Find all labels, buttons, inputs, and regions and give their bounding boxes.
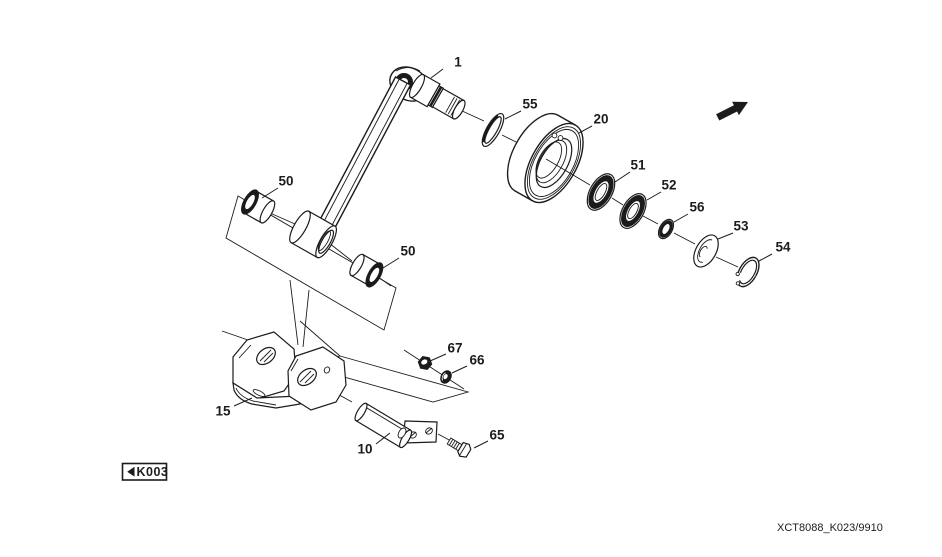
arm-pin — [408, 73, 466, 120]
callout-leader-55 — [504, 110, 522, 120]
callout-number-54: 54 — [775, 240, 791, 255]
o-ring-55 — [481, 112, 505, 148]
callout-number-15: 15 — [215, 404, 231, 419]
reference-lines — [221, 109, 739, 442]
figure-ref-label: K003 — [137, 465, 169, 479]
callout-leader-15 — [233, 397, 253, 407]
callout-leader-10 — [375, 432, 391, 445]
callout-leader-50 — [261, 187, 279, 199]
bracket-hole — [297, 367, 317, 387]
washer-66 — [440, 370, 452, 384]
callout-leader-53 — [717, 232, 734, 240]
link-bar-10 — [354, 402, 438, 449]
base-slot — [252, 389, 266, 397]
figure-ref-box[interactable]: K003 — [121, 462, 169, 481]
left-triangle-icon — [127, 466, 135, 477]
bolt-65 — [446, 437, 472, 458]
callout-leader-66 — [451, 365, 468, 374]
callout-number-1: 1 — [454, 55, 462, 70]
callout-leader-1 — [430, 68, 444, 79]
callout-number-50: 50 — [278, 174, 293, 189]
snap-ring-54 — [735, 256, 760, 288]
callout-layer: 1 55 20 51 52 56 53 54 50 50 15 10 67 66 65 — [215, 55, 791, 457]
callout-number-52: 52 — [661, 178, 676, 193]
callout-number-53: 53 — [733, 219, 749, 234]
callout-leader-51 — [614, 171, 631, 183]
callout-leader-67 — [429, 353, 447, 362]
callout-leader-20 — [578, 125, 593, 134]
callout-leader-54 — [758, 253, 773, 262]
callout-number-67: 67 — [447, 341, 462, 356]
cap-53 — [693, 234, 719, 268]
roller-20 — [506, 113, 591, 204]
bearing-52 — [619, 193, 647, 229]
callout-leader-52 — [646, 191, 662, 201]
callout-number-65: 65 — [489, 428, 505, 443]
callout-leader-56 — [673, 213, 689, 223]
drawing-code: XCT8088_K023/9910 — [777, 522, 883, 534]
callout-number-55: 55 — [522, 97, 538, 112]
callout-number-66: 66 — [469, 353, 485, 368]
bracket-15 — [232, 331, 347, 411]
bearing-51 — [586, 173, 616, 211]
callout-number-51: 51 — [630, 158, 646, 173]
bushing-50-lower — [349, 253, 384, 288]
lube-hole — [551, 132, 558, 139]
callout-number-20: 20 — [593, 112, 608, 127]
bushing-50-upper — [241, 189, 276, 224]
nut-67 — [417, 356, 433, 370]
callout-leader-65 — [473, 440, 489, 449]
callout-leader-50 — [382, 257, 400, 269]
ring-56 — [657, 218, 675, 240]
direction-arrow-icon — [716, 101, 748, 121]
callout-number-10: 10 — [357, 442, 372, 457]
small-hole — [323, 366, 331, 374]
lube-hole — [557, 135, 564, 141]
lever-arm — [312, 66, 429, 241]
callout-number-50: 50 — [400, 244, 415, 259]
pivot-boss — [289, 210, 337, 259]
callout-number-56: 56 — [689, 200, 705, 215]
